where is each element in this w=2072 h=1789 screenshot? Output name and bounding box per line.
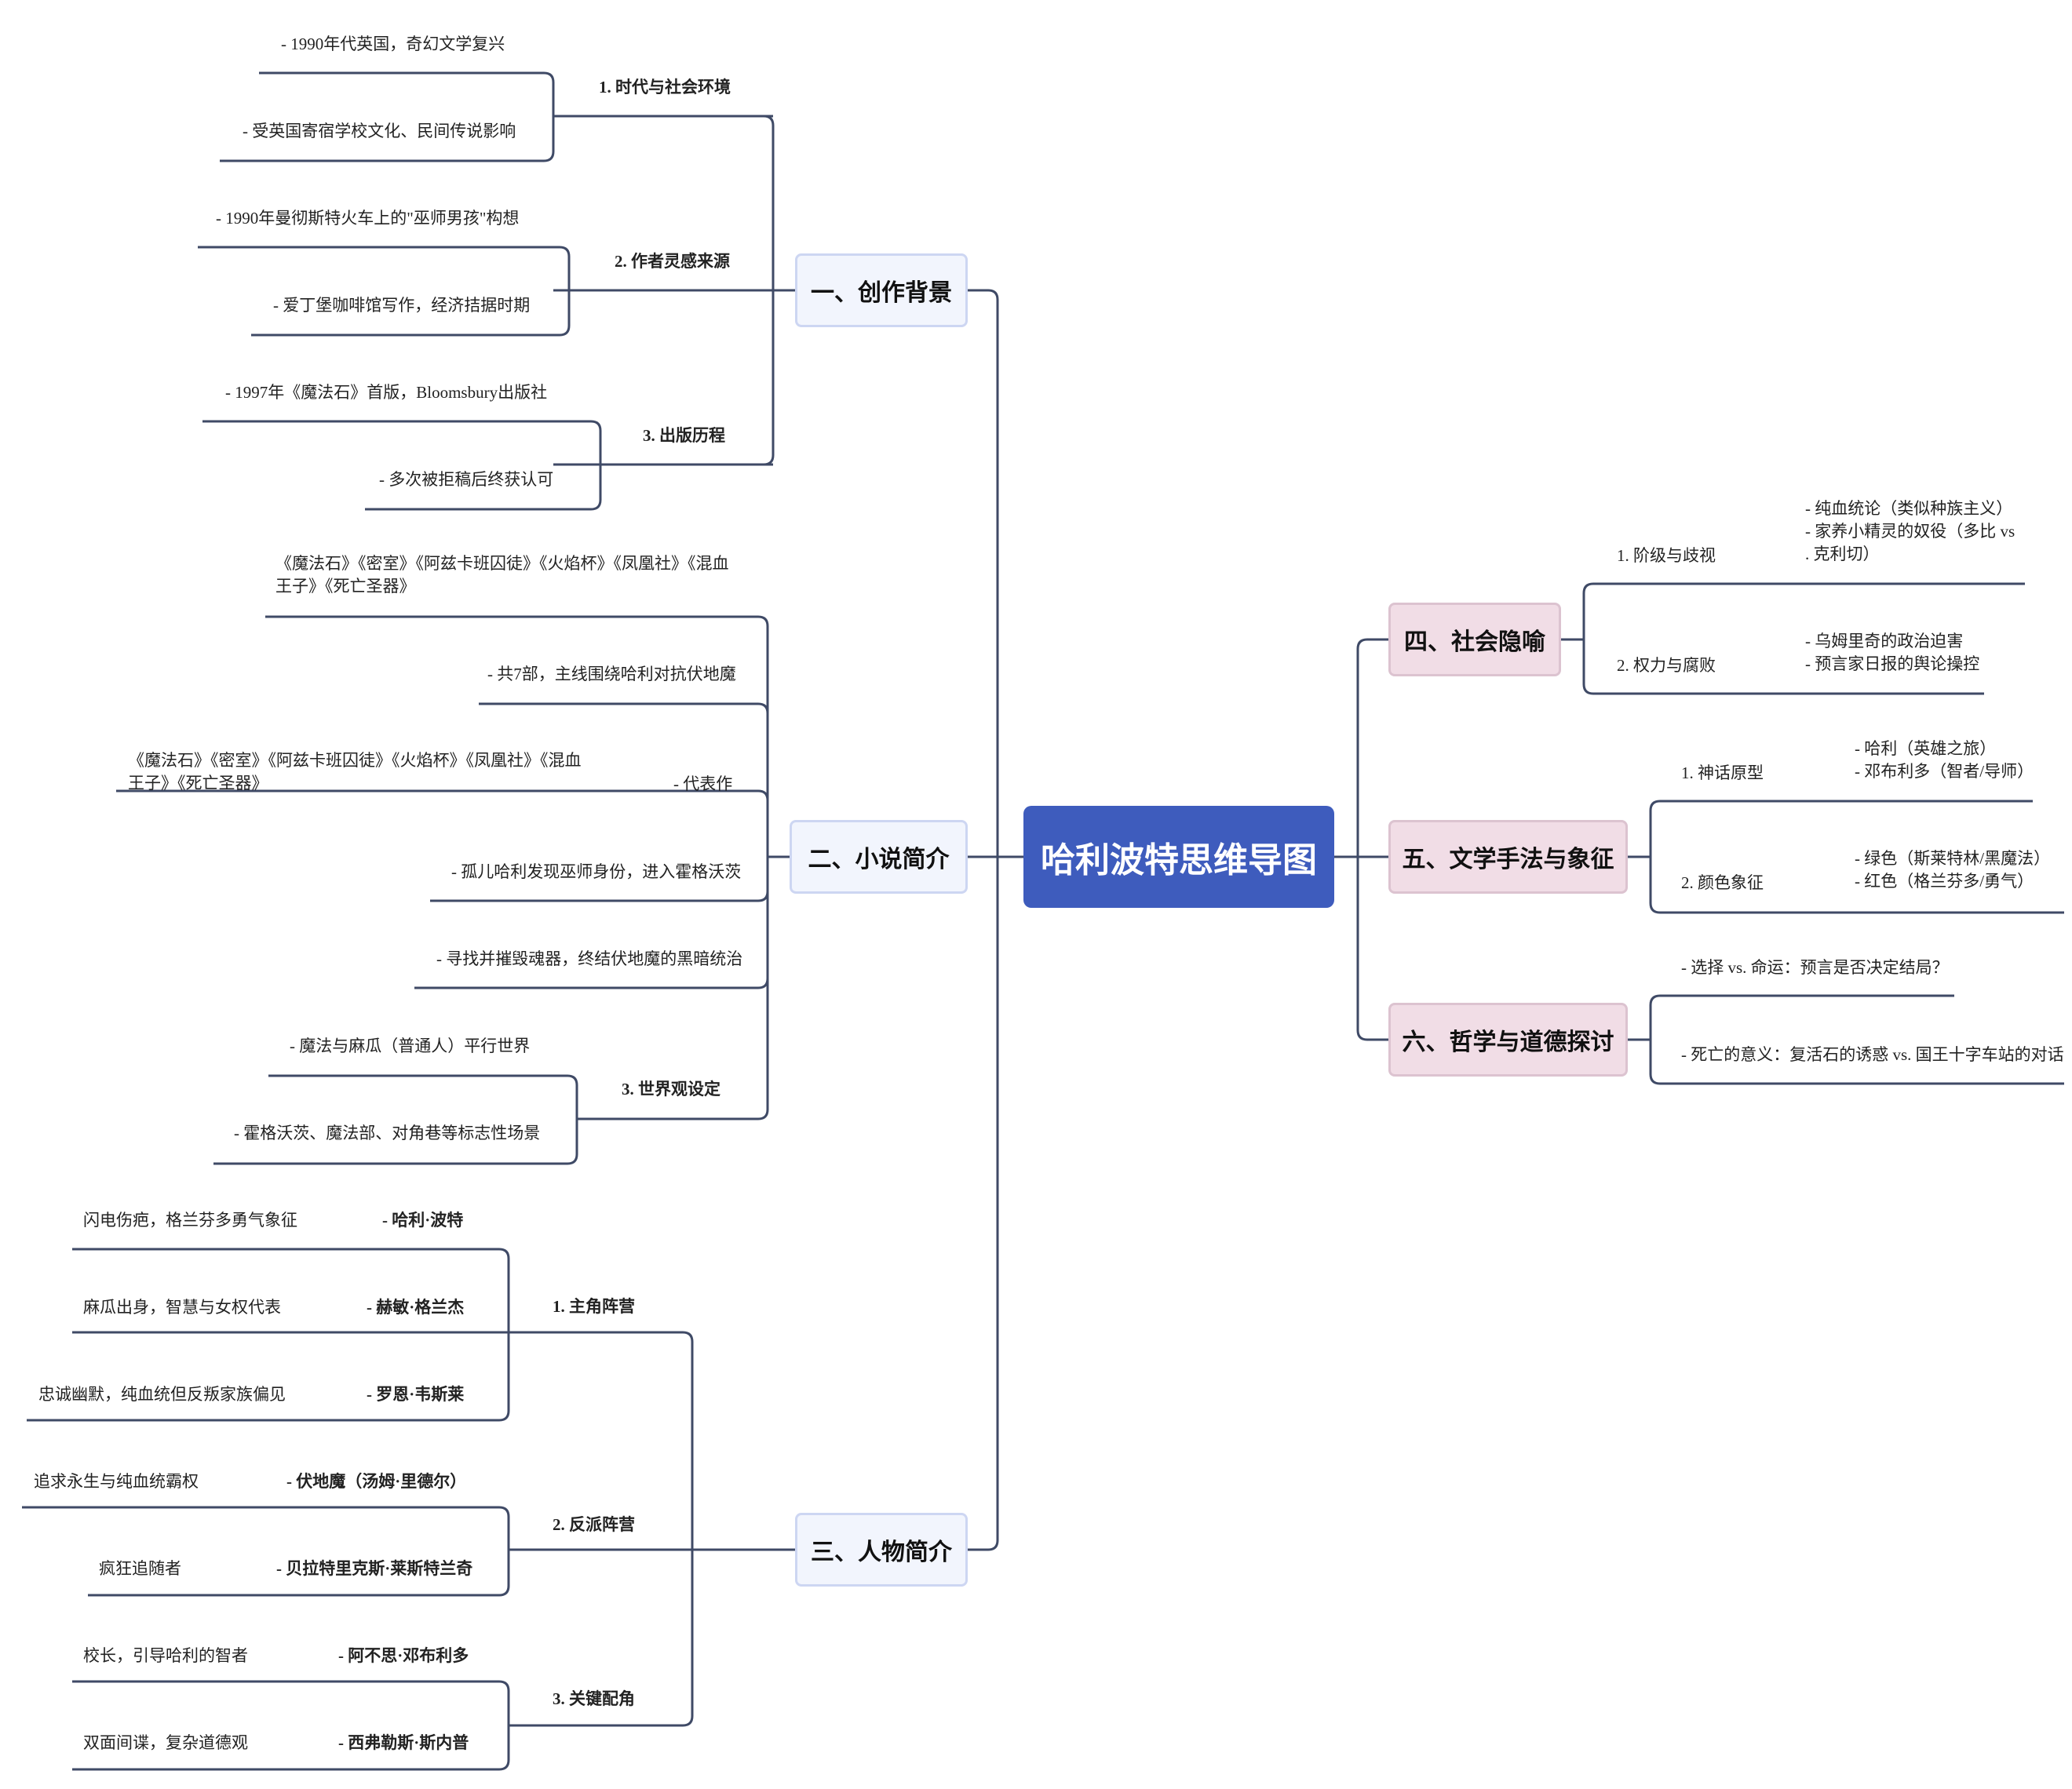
connector-line — [968, 289, 999, 857]
leaf-text: - 乌姆里奇的政治迫害 - 预言家日报的舆论操控 — [1805, 632, 1980, 673]
leaf-text: - 纯血统论（类似种族主义） - 家养小精灵的奴役（多比 vs . 克利切） — [1805, 499, 2015, 563]
leaf-text: - 魔法与麻瓜（普通人）平行世界 — [290, 1037, 531, 1055]
connector-line — [365, 465, 602, 511]
connector-line — [27, 1332, 510, 1422]
subtopic-key-supporting[interactable]: 3. 关键配角 — [553, 1689, 635, 1708]
character-desc: 忠诚幽默，纯血统但反叛家族偏见 — [38, 1385, 286, 1404]
subtopic-power-corruption[interactable]: 2. 权力与腐败 — [1617, 656, 1716, 675]
leaf-text: - 哈利（英雄之旅） - 邓布利多（智者/导师） — [1855, 739, 2034, 781]
subtopic-mythic-archetype[interactable]: 1. 神话原型 — [1681, 763, 1764, 782]
subtopic-worldview[interactable]: 3. 世界观设定 — [622, 1080, 720, 1099]
character-desc: 疯狂追随者 — [99, 1559, 181, 1578]
connector-line — [479, 702, 769, 857]
leaf-text: 《魔法石》《密室》《阿兹卡班囚徒》《火焰杯》《凤凰社》《混血 王子》《死亡圣器》 — [128, 751, 582, 792]
leaf-text: - 选择 vs. 命运：预言是否决定结局？ — [1681, 958, 1949, 977]
connector-line — [72, 1725, 510, 1771]
branch-node-philosophy-morality[interactable]: 六、哲学与道德探讨 — [1388, 1003, 1628, 1077]
connector-line — [268, 1074, 578, 1119]
leaf-text: - 1990年曼彻斯特火车上的"巫师男孩"构想 — [216, 209, 520, 228]
connector-line — [88, 1550, 510, 1597]
connector-line — [213, 1119, 578, 1165]
connector-line — [220, 116, 555, 162]
connector-line — [1356, 638, 1388, 857]
subtopic-protagonists[interactable]: 1. 主角阵营 — [553, 1297, 635, 1316]
root-node[interactable]: 哈利波特思维导图 — [1023, 806, 1334, 908]
character-desc: 追求永生与纯血统霸权 — [34, 1472, 199, 1491]
connector-line — [198, 246, 571, 290]
leaf-text: - 死亡的意义：复活石的诱惑 vs. 国王十字车站的对话 — [1681, 1045, 2064, 1064]
character-name[interactable]: - 伏地魔（汤姆·里德尔） — [286, 1472, 467, 1491]
leaf-text: - 受英国寄宿学校文化、民间传说影响 — [243, 122, 516, 140]
connector-line — [22, 1506, 510, 1550]
character-name[interactable]: - 赫敏·格兰杰 — [367, 1298, 465, 1317]
leaf-text: - 共7部，主线围绕哈利对抗伏地魔 — [487, 665, 736, 683]
connector-line — [202, 420, 602, 465]
connector-line — [1649, 994, 1954, 1040]
connector-line — [1649, 800, 2033, 857]
connector-line — [1649, 857, 2064, 914]
connector-line — [251, 290, 571, 337]
connector-line — [1582, 639, 1984, 695]
connector-line — [968, 857, 999, 1551]
connector-line — [1649, 1040, 2064, 1085]
leaf-text: - 多次被拒稿后终获认可 — [379, 470, 554, 489]
leaf-text: 《魔法石》《密室》《阿兹卡班囚徒》《火焰杯》《凤凰社》《混血 王子》《死亡圣器》 — [275, 554, 729, 596]
connector-line — [265, 615, 769, 857]
subtopic-class-discrimination[interactable]: 1. 阶级与歧视 — [1617, 546, 1716, 565]
connector-line — [1582, 582, 2025, 639]
connector-line — [116, 789, 769, 857]
connector-line — [72, 1248, 510, 1332]
leaf-text: - 霍格沃茨、魔法部、对角巷等标志性场景 — [234, 1124, 541, 1142]
leaf-text: - 1990年代英国，奇幻文学复兴 — [281, 35, 505, 53]
branch-node-literary-techniques[interactable]: 五、文学手法与象征 — [1388, 820, 1628, 894]
leaf-text: - 1997年《魔法石》首版，Bloomsbury出版社 — [225, 383, 548, 402]
connector-line — [577, 857, 769, 1120]
connector-line — [1356, 857, 1388, 1041]
character-name[interactable]: - 西弗勒斯·斯内普 — [338, 1733, 469, 1752]
subtopic-villains[interactable]: 2. 反派阵营 — [553, 1515, 635, 1534]
connector-line — [72, 1680, 510, 1725]
character-desc: 麻瓜出身，智慧与女权代表 — [83, 1298, 281, 1317]
connector-line — [509, 1550, 694, 1727]
character-name[interactable]: - 阿不思·邓布利多 — [338, 1646, 469, 1665]
character-name[interactable]: - 贝拉特里克斯·莱斯特兰奇 — [276, 1559, 473, 1578]
connector-line — [509, 1331, 694, 1550]
character-name[interactable]: - 哈利·波特 — [382, 1211, 464, 1230]
leaf-text: - 爱丁堡咖啡馆写作，经济拮据时期 — [273, 296, 531, 315]
leaf-text: - 孤儿哈利发现巫师身份，进入霍格沃茨 — [451, 862, 742, 881]
branch-node-social-metaphor[interactable]: 四、社会隐喻 — [1388, 603, 1561, 676]
connector-line — [259, 71, 555, 116]
subtopic-representative-works[interactable]: - 代表作 — [673, 774, 733, 793]
leaf-text: - 绿色（斯莱特林/黑魔法） - 红色（格兰芬多/勇气） — [1855, 849, 2051, 891]
character-desc: 校长，引导哈利的智者 — [83, 1646, 248, 1665]
subtopic-era-environment[interactable]: 1. 时代与社会环境 — [599, 78, 731, 97]
branch-node-creation-background[interactable]: 一、创作背景 — [795, 253, 968, 327]
leaf-text: - 寻找并摧毁魂器，终结伏地魔的黑暗统治 — [436, 949, 743, 968]
subtopic-author-inspiration[interactable]: 2. 作者灵感来源 — [615, 252, 730, 271]
character-name[interactable]: - 罗恩·韦斯莱 — [367, 1385, 465, 1404]
branch-node-novel-intro[interactable]: 二、小说简介 — [790, 820, 968, 894]
subtopic-color-symbolism[interactable]: 2. 颜色象征 — [1681, 873, 1764, 892]
character-desc: 双面间谍，复杂道德观 — [83, 1733, 248, 1752]
subtopic-publishing-history[interactable]: 3. 出版历程 — [643, 426, 725, 445]
character-desc: 闪电伤疤，格兰芬多勇气象征 — [83, 1211, 297, 1230]
branch-node-characters[interactable]: 三、人物简介 — [795, 1513, 968, 1587]
